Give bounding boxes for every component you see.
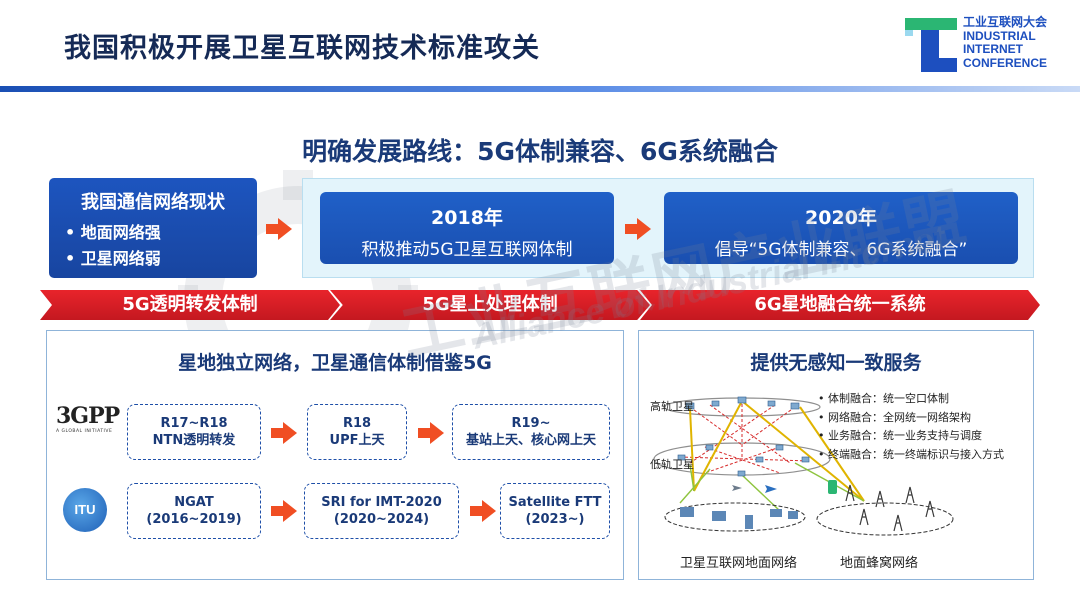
std-box-r18: R18 UPF上天 bbox=[307, 404, 407, 460]
status-box: 我国通信网络现状 • 地面网络强 • 卫星网络弱 bbox=[49, 178, 257, 278]
itu-logo-icon: ITU bbox=[63, 488, 107, 532]
status-item-text: 地面网络强 bbox=[80, 223, 161, 242]
status-heading: 我国通信网络现状 bbox=[81, 192, 225, 213]
std-box-text: R17~R18 NTN透明转发 bbox=[152, 416, 236, 448]
bullet-text: 体制融合：统一空口体制 bbox=[828, 392, 949, 405]
header-divider bbox=[0, 86, 1080, 92]
status-item-text: 卫星网络弱 bbox=[80, 249, 161, 268]
label-high-orbit: 高轨卫星 bbox=[650, 400, 694, 413]
timeline-desc: 倡导“5G体制兼容、6G系统融合” bbox=[714, 240, 968, 260]
bullet-text: 网络融合：全网统一网络架构 bbox=[828, 410, 971, 424]
std-box-text: Satellite FTT (2023~) bbox=[508, 495, 602, 527]
std-box-text: NGAT (2016~2019) bbox=[146, 495, 242, 527]
std-box-r17: R17~R18 NTN透明转发 bbox=[127, 404, 261, 460]
std-box-ngat: NGAT (2016~2019) bbox=[127, 483, 261, 539]
arrow-right-icon bbox=[271, 500, 297, 522]
arrow-right-icon bbox=[418, 422, 444, 444]
service-bullet: • 体制融合：统一空口体制 bbox=[818, 392, 949, 405]
logo-line-cn: 工业互联网大会 bbox=[963, 15, 1048, 29]
plane-icon bbox=[765, 485, 777, 493]
label-low-orbit: 低轨卫星 bbox=[650, 458, 694, 471]
std-box-text: R19~ 基站上天、核心网上天 bbox=[465, 416, 596, 448]
arrow-right-icon bbox=[470, 500, 496, 522]
service-panel bbox=[638, 330, 1034, 580]
3gpp-logo-icon: 3GPP A GLOBAL INITIATIVE bbox=[56, 403, 120, 434]
label-cellular-network: 地面蜂窝网络 bbox=[840, 556, 919, 571]
logo-line-2: INTERNET bbox=[963, 42, 1023, 56]
status-item: • 卫星网络弱 bbox=[65, 249, 161, 268]
label-ground-network: 卫星互联网地面网络 bbox=[680, 556, 798, 571]
arrow-right-icon bbox=[271, 422, 297, 444]
service-bullet: • 业务融合：统一业务支持与调度 bbox=[818, 429, 982, 442]
satellite-network-diagram bbox=[653, 396, 954, 536]
phone-icon bbox=[828, 480, 837, 494]
phase-band-2: 5G星上处理体制 bbox=[330, 290, 650, 320]
3gpp-tagline: A GLOBAL INITIATIVE bbox=[56, 429, 113, 434]
timeline-box-2018: 2018年 积极推动5G卫星互联网体制 bbox=[320, 192, 614, 264]
std-box-text: SRI for IMT-2020 (2020~2024) bbox=[321, 495, 442, 527]
bullet-text: 终端融合：统一终端标识与接入方式 bbox=[828, 447, 1004, 461]
phase-band-3: 6G星地融合统一系统 bbox=[640, 290, 1040, 320]
plane-icon bbox=[732, 485, 742, 491]
service-bullet: • 终端融合：统一终端标识与接入方式 bbox=[818, 447, 1004, 461]
std-box-satellite-ftt: Satellite FTT (2023~) bbox=[500, 483, 610, 539]
status-item: • 地面网络强 bbox=[65, 223, 161, 242]
timeline-desc: 积极推动5G卫星互联网体制 bbox=[361, 240, 573, 260]
service-bullets: • 体制融合：统一空口体制 • 网络融合：全网统一网络架构 • 业务融合：统一业… bbox=[818, 390, 1004, 464]
bullet-text: 业务融合：统一业务支持与调度 bbox=[828, 429, 982, 442]
logo-line-3: CONFERENCE bbox=[963, 55, 1048, 70]
3gpp-logo-text: 3GPP bbox=[56, 403, 120, 429]
page-title: 我国积极开展卫星互联网技术标准攻关 bbox=[64, 33, 540, 64]
service-heading: 提供无感知一致服务 bbox=[750, 352, 922, 374]
std-box-sri: SRI for IMT-2020 (2020~2024) bbox=[304, 483, 459, 539]
logo-line-1: INDUSTRIAL bbox=[963, 28, 1036, 43]
service-bullet: • 网络融合：全网统一网络架构 bbox=[818, 410, 971, 424]
phase-band-1: 5G透明转发体制 bbox=[40, 290, 340, 320]
arrow-right-icon bbox=[625, 218, 651, 240]
section-subtitle: 明确发展路线：5G体制兼容、6G系统融合 bbox=[302, 137, 778, 166]
timeline-box-2020: 2020年 倡导“5G体制兼容、6G系统融合” bbox=[664, 192, 1018, 264]
timeline-year: 2020年 bbox=[805, 207, 877, 229]
arrow-right-icon bbox=[266, 218, 292, 240]
std-box-text: R18 UPF上天 bbox=[329, 416, 385, 448]
timeline-year: 2018年 bbox=[431, 207, 503, 229]
std-box-r19: R19~ 基站上天、核心网上天 bbox=[452, 404, 610, 460]
conference-logo-icon bbox=[905, 18, 957, 72]
standards-heading: 星地独立网络，卫星通信体制借鉴5G bbox=[178, 352, 492, 374]
conference-logo-text: 工业互联网大会 INDUSTRIAL INTERNET CONFERENCE bbox=[963, 15, 1048, 70]
